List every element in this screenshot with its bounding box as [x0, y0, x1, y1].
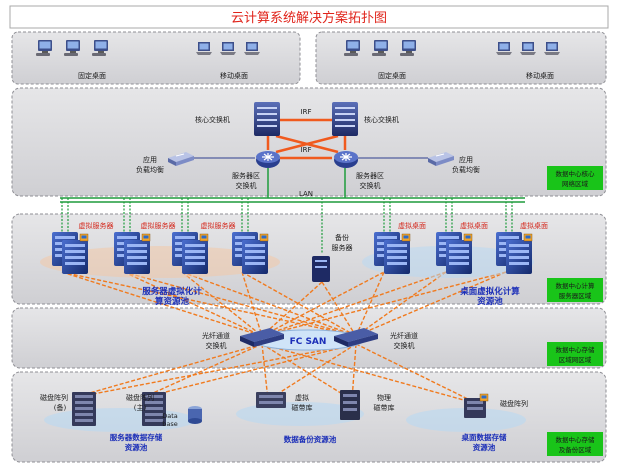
svg-text:及备份区域: 及备份区域 — [559, 445, 592, 454]
desktop-pool-label-1: 桌面虚拟化计算 — [459, 286, 520, 297]
physical-tape-label-2: 磁带库 — [374, 403, 395, 412]
backup-server-label-2: 服务器 — [332, 243, 353, 252]
server-uplinks — [61, 198, 513, 254]
disk-right-label: 磁盘阵列 — [500, 399, 528, 408]
mobile-desktop-label-left: 移动桌面 — [220, 71, 248, 80]
disk-primary-label-1: 磁盘阵列 — [126, 393, 154, 402]
fixed-desktop-icons-right — [344, 40, 416, 56]
fc-switch-right-label-1: 光纤通道 — [390, 331, 418, 340]
title-bar — [9, 5, 609, 29]
lb-left-label-2: 负载均衡 — [136, 165, 164, 174]
svg-text:区域网区域: 区域网区域 — [559, 355, 592, 364]
fc-san-label: FC SAN — [290, 337, 327, 347]
svg-text:数据中心核心: 数据中心核心 — [556, 169, 596, 178]
physical-tape-label-1: 物理 — [377, 393, 391, 402]
lb-right-label-2: 负载均衡 — [452, 165, 480, 174]
core-switch-right-label: 核心交换机 — [364, 115, 399, 124]
database-label-2: base — [162, 420, 178, 428]
mobile-desktop-label-right: 移动桌面 — [526, 71, 554, 80]
svg-text:网络区域: 网络区域 — [562, 179, 589, 188]
physical-tape-library — [340, 390, 360, 420]
backup-server — [312, 256, 330, 282]
zone-label-core: 数据中心核心 网络区域 — [547, 166, 603, 190]
server-pool-halo — [40, 246, 280, 278]
server-pool-label-1: 服务器虚拟化计 — [142, 286, 202, 297]
virtual-tape-label-1: 虚拟 — [295, 393, 309, 402]
server-switch-right-label-1: 服务器区 — [356, 171, 384, 180]
server-switch-left-label-2: 交换机 — [236, 181, 257, 190]
core-switch-left-label: 核心交换机 — [195, 115, 230, 124]
fc-switch-left-label-2: 交换机 — [206, 341, 227, 350]
zone-label-compute: 数据中心计算 服务器区域 — [547, 278, 603, 302]
backup-pool-label: 数据备份资源池 — [284, 434, 337, 444]
irf-links — [266, 118, 347, 160]
database-label-1: Data — [162, 412, 178, 420]
disk-array-backup — [72, 392, 96, 426]
svg-text:数据中心存储: 数据中心存储 — [556, 345, 596, 354]
server-storage-pool-label-1: 服务器数据存储 — [110, 432, 163, 442]
server-pool-label-2: 算资源池 — [155, 296, 190, 307]
virtual-desktop-label-1: 虚拟桌面 — [398, 221, 426, 230]
virtual-tape-library — [256, 392, 286, 408]
core-switch-right — [332, 102, 358, 136]
fc-switch-right-label-2: 交换机 — [394, 341, 415, 350]
irf-mid-label: IRF — [301, 146, 312, 154]
core-switch-left — [254, 102, 280, 136]
mobile-desktop-icons-right — [496, 42, 560, 55]
database-icon — [188, 406, 202, 424]
virtual-server-label-2: 虚拟服务器 — [141, 221, 176, 230]
desktop-storage-pool-label-1: 桌面数据存储 — [461, 432, 507, 442]
server-switch-left-label-1: 服务器区 — [232, 171, 260, 180]
disk-backup-label-2: (备) — [54, 403, 67, 412]
virtual-desktop-label-2: 虚拟桌面 — [460, 221, 488, 230]
fixed-desktop-label-left: 固定桌面 — [78, 71, 106, 80]
disk-array-right — [464, 393, 489, 418]
virtual-tape-label-2: 磁带库 — [292, 403, 313, 412]
disk-primary-label-2: (主) — [134, 403, 147, 412]
disk-backup-label-1: 磁盘阵列 — [40, 393, 68, 402]
fixed-desktop-label-right: 固定桌面 — [378, 71, 406, 80]
diagram-title: 云计算系统解决方案拓扑图 — [231, 10, 387, 26]
server-switch-right — [333, 150, 359, 169]
zone-label-san: 数据中心存储 区域网区域 — [547, 342, 603, 366]
server-storage-pool-label-2: 资源池 — [125, 442, 148, 452]
svg-text:数据中心存储: 数据中心存储 — [556, 435, 596, 444]
desktop-storage-pool-label-2: 资源池 — [473, 442, 496, 452]
lb-right-label-1: 应用 — [459, 155, 473, 164]
svg-text:数据中心计算: 数据中心计算 — [556, 281, 596, 290]
core-network-zone — [11, 87, 607, 197]
fixed-desktop-icons-left — [36, 40, 108, 56]
server-switch-right-label-2: 交换机 — [360, 181, 381, 190]
irf-top-label: IRF — [301, 108, 312, 116]
desktop-pool-label-2: 资源池 — [477, 296, 503, 307]
zone-label-storage: 数据中心存储 及备份区域 — [547, 432, 603, 456]
virtual-server-label-3: 虚拟服务器 — [201, 221, 236, 230]
lan-links — [60, 168, 525, 203]
fc-switch-left-label-1: 光纤通道 — [202, 331, 230, 340]
virtual-server-label-1: 虚拟服务器 — [79, 221, 114, 230]
desktop-storage-halo — [406, 408, 526, 432]
server-switch-left — [255, 150, 281, 169]
mobile-desktop-icons-left — [196, 42, 260, 55]
client-zone-left — [11, 31, 301, 85]
lan-label: LAN — [299, 190, 313, 198]
virtual-desktop-label-3: 虚拟桌面 — [520, 221, 548, 230]
client-zone-right — [315, 31, 607, 85]
lb-left-label-1: 应用 — [143, 155, 157, 164]
fc-links — [61, 271, 507, 405]
svg-text:服务器区域: 服务器区域 — [559, 291, 592, 300]
backup-server-label-1: 备份 — [335, 233, 349, 242]
